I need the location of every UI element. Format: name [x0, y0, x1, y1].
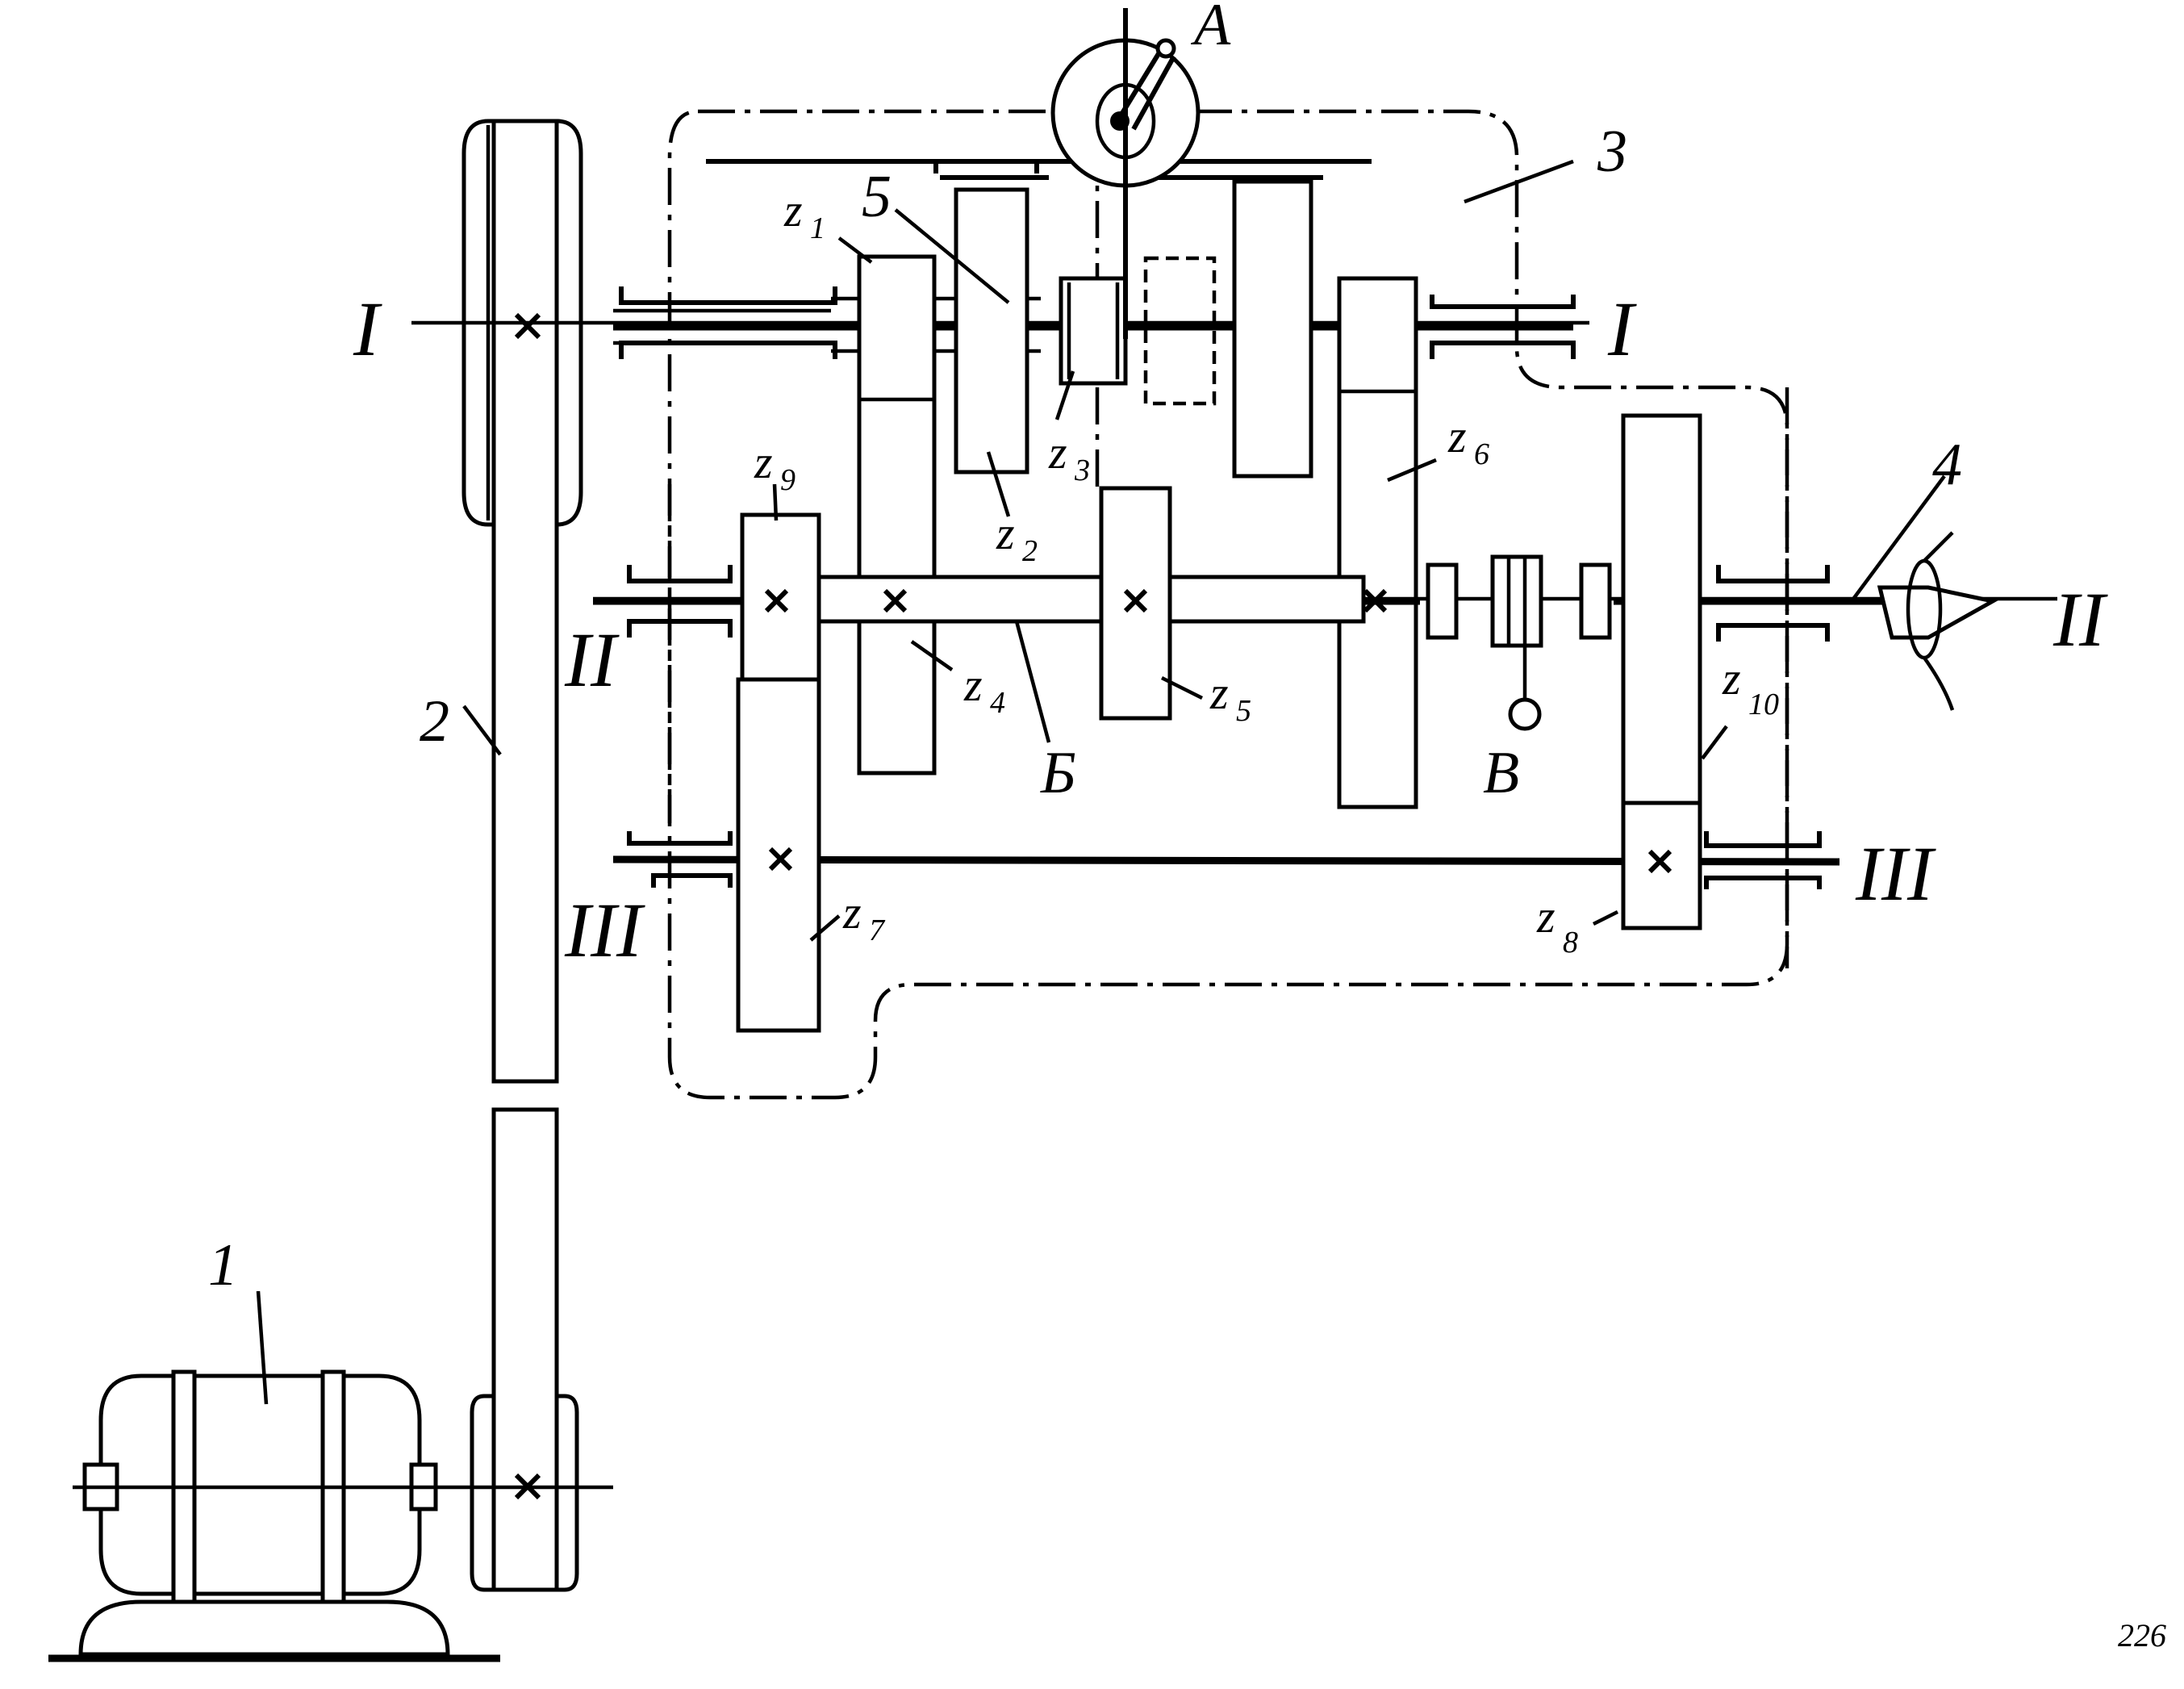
gear-label-z7: z 7	[842, 886, 886, 947]
page-number: 226	[2118, 1617, 2166, 1653]
gear-label-z4: z 4	[963, 658, 1005, 720]
clutch-V	[1426, 554, 1612, 731]
shaft-cross-marks	[514, 312, 1672, 1500]
svg-text:4: 4	[990, 686, 1005, 720]
gear-label-z10: z 10	[1722, 652, 1779, 721]
svg-text:2: 2	[1022, 534, 1038, 568]
gear-label-z6: z 6	[1447, 410, 1489, 471]
gear-z1	[857, 254, 937, 776]
label-1: 1	[208, 1232, 238, 1298]
gear-label-z5: z 5	[1209, 667, 1251, 728]
shaft-label-I-right: I	[1607, 286, 1637, 372]
belt-upper	[491, 119, 559, 1084]
bearing	[1704, 876, 1822, 889]
gear-z5	[1099, 486, 1172, 721]
svg-text:z: z	[842, 886, 862, 939]
handwheel-A	[1050, 8, 1201, 339]
label-3: 3	[1597, 119, 1627, 185]
bearing	[627, 831, 733, 846]
gear-shift-ghost	[1143, 256, 1217, 406]
label-5: 5	[862, 164, 892, 230]
gear-label-z2: z 2	[996, 507, 1038, 568]
gear-z2-cap	[933, 159, 1039, 173]
bearing	[651, 873, 733, 888]
motor-body	[98, 1373, 422, 1596]
gear-label-z3: z 3	[1048, 426, 1090, 487]
bearing	[1704, 831, 1822, 848]
bearing	[619, 341, 837, 359]
svg-text:3: 3	[1074, 454, 1090, 487]
gear-z10	[1621, 413, 1702, 805]
svg-text:z: z	[754, 436, 773, 488]
svg-text:z: z	[1447, 410, 1467, 462]
svg-text:5: 5	[1236, 694, 1251, 728]
label-A: A	[1190, 0, 1231, 58]
bearing	[1716, 623, 1830, 642]
bearing	[627, 619, 733, 638]
gear-label-z9: z 9	[754, 436, 796, 497]
gear-z2-alt	[1232, 179, 1313, 479]
gear-label-z8: z 8	[1536, 890, 1578, 959]
svg-text:6: 6	[1474, 437, 1489, 471]
shaft-label-III-right: III	[1855, 830, 1936, 917]
bearing	[619, 286, 837, 305]
svg-text:10: 10	[1748, 688, 1779, 721]
svg-text:9: 9	[780, 463, 796, 497]
svg-text:1: 1	[810, 211, 825, 245]
bearing	[1430, 341, 1576, 359]
shaft-label-I-left: I	[353, 286, 382, 372]
shaft-label-III-left: III	[564, 887, 645, 973]
label-B: Б	[1040, 740, 1076, 806]
shaft-label-II-right: II	[2052, 576, 2108, 663]
motor-base	[78, 1599, 450, 1657]
bearing	[1716, 565, 1830, 583]
svg-text:z: z	[1722, 652, 1741, 704]
label-4: 4	[1932, 432, 1962, 498]
gear-z2	[954, 187, 1029, 475]
svg-text:z: z	[1048, 426, 1067, 479]
svg-text:7: 7	[869, 913, 886, 947]
label-V: В	[1483, 740, 1519, 806]
bearing	[627, 565, 733, 583]
svg-text:z: z	[996, 507, 1015, 559]
housing-outline	[667, 109, 1789, 1100]
svg-text:8: 8	[1563, 926, 1578, 959]
svg-text:z: z	[783, 184, 803, 236]
spindle-tool	[1877, 531, 1998, 711]
shaft-label-II-left: II	[564, 617, 620, 703]
belt-lower-front	[491, 1107, 559, 1592]
leader-lines	[256, 159, 1946, 1405]
gear-z6	[1337, 276, 1418, 809]
svg-text:z: z	[963, 658, 983, 711]
svg-text:z: z	[1536, 890, 1556, 943]
svg-text:z: z	[1209, 667, 1229, 719]
label-2: 2	[420, 688, 449, 755]
gear-label-z1: z 1	[783, 184, 825, 245]
bearing	[1430, 295, 1576, 309]
